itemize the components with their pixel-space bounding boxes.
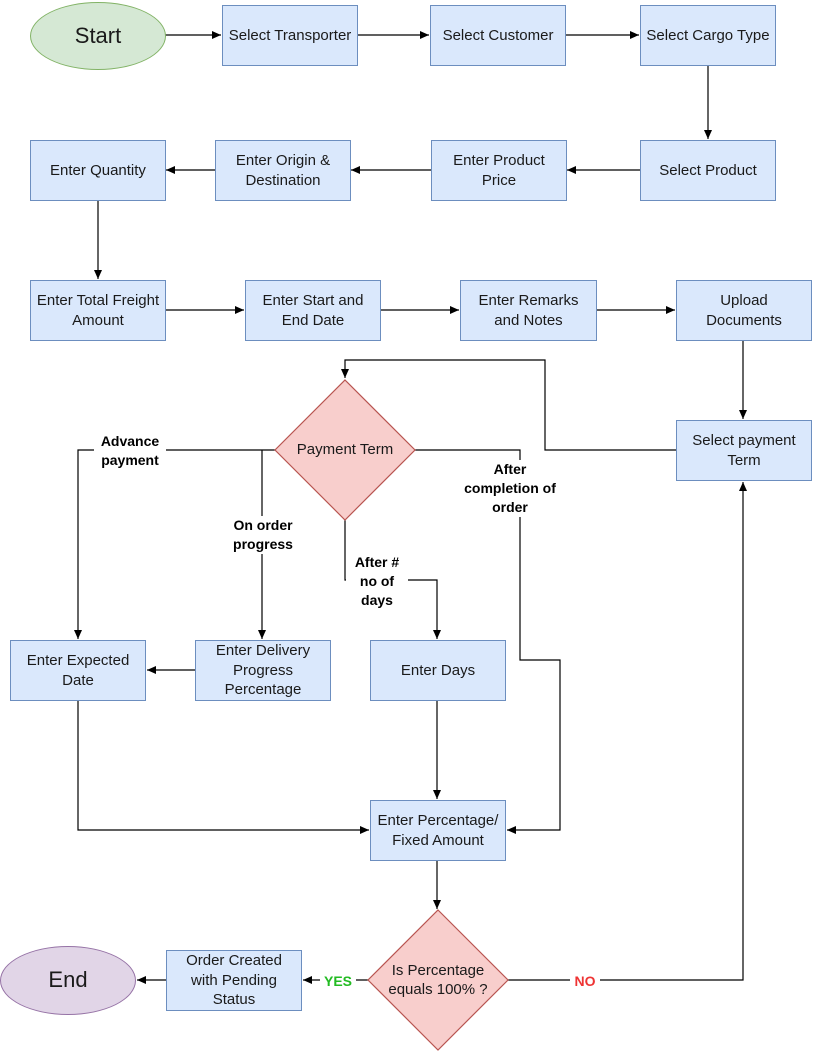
- percentage-check-decision: Is Percentage equals 100% ?: [388, 961, 488, 999]
- enter-product-price-step: Enter Product Price: [431, 140, 567, 201]
- edge-after-completion: [414, 449, 561, 834]
- select-transporter-step: Select Transporter: [222, 5, 358, 66]
- start-label: Start: [74, 22, 122, 48]
- enter-quantity-step: Enter Quantity: [30, 140, 166, 201]
- payment-term-decision: Payment Term: [296, 441, 394, 459]
- edge-no: [508, 482, 747, 981]
- enter-delivery-progress-step: Enter Delivery Progress Percentage: [195, 640, 331, 701]
- enter-origin-destination-step: Enter Origin & Destination: [215, 140, 351, 201]
- yes-label: YES: [320, 972, 356, 991]
- edge-advance: [74, 449, 276, 639]
- enter-total-freight-step: Enter Total Freight Amount: [30, 280, 166, 341]
- enter-percentage-step: Enter Percentage/ Fixed Amount: [370, 800, 506, 861]
- enter-start-end-date-step: Enter Start and End Date: [245, 280, 381, 341]
- order-created-step: Order Created with Pending Status: [166, 950, 302, 1011]
- upload-documents-step: Upload Documents: [676, 280, 812, 341]
- percentage-check-diamond: [367, 909, 509, 1051]
- select-payment-term-step: Select payment Term: [676, 420, 812, 481]
- start-node: Start: [30, 2, 166, 70]
- edge-expected-percentage: [77, 700, 369, 834]
- advance-payment-label: Advance payment: [94, 432, 166, 470]
- after-completion-label: After completion of order: [462, 460, 558, 517]
- end-label: End: [48, 967, 88, 993]
- enter-remarks-notes-step: Enter Remarks and Notes: [460, 280, 597, 341]
- edge-payment-paymentterm: [341, 359, 677, 451]
- enter-expected-date-step: Enter Expected Date: [10, 640, 146, 701]
- end-node: End: [0, 946, 136, 1015]
- payment-term-diamond: [274, 379, 416, 521]
- after-days-label: After # no of days: [346, 553, 408, 610]
- no-label: NO: [570, 972, 600, 991]
- enter-days-step: Enter Days: [370, 640, 506, 701]
- select-product-step: Select Product: [640, 140, 776, 201]
- select-customer-step: Select Customer: [430, 5, 566, 66]
- on-order-progress-label: On order progress: [225, 516, 301, 554]
- select-cargo-type-step: Select Cargo Type: [640, 5, 776, 66]
